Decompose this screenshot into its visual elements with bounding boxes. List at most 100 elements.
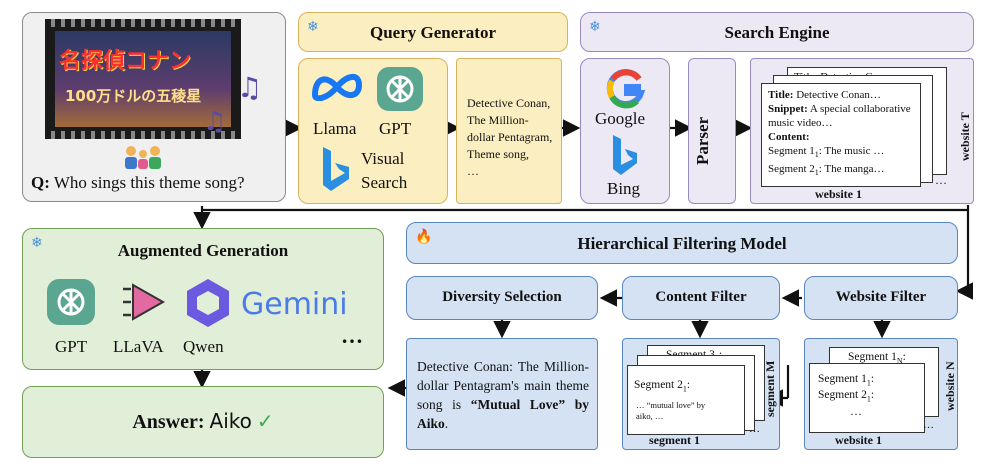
augmented-generation-title: Augmented Generation [117,241,289,260]
snowflake-icon: ❄ [307,19,319,35]
segment-label: Segment 2 [818,389,867,401]
model-visual: Visual [361,149,405,168]
segment-body: … “mutual love” by aiko, … [636,400,706,421]
websites-panel: Title: Detective Conan … Title: Detectiv… [750,58,974,204]
llava-icon [123,283,166,321]
question-prefix: Q: [31,173,50,192]
family-icon [125,146,161,169]
parser-panel: Parser [688,58,736,204]
query-item: Theme song, [467,147,529,161]
check-icon: ✓ [256,409,274,433]
segment-label: Segment 2 [768,163,815,176]
segment-side-label: segment M [763,360,777,417]
search-engine-title: Search Engine [724,23,830,42]
engines-panel: Google Bing [580,58,670,204]
query-list: Detective Conan, The Million- dollar Pen… [467,95,552,180]
filtered-page-front: Segment 11: Segment 21: … [809,363,925,433]
model-search: Search [361,173,408,192]
segment-label: Segment 2 [634,379,683,391]
snippet-label: Snippet: [768,103,808,115]
segment-bottom-label: segment 1 [649,433,700,447]
augmented-generation-panel: ❄ Augmented Generation GPT LLaVA Qwen Ge… [22,228,384,370]
website-filter-title: Website Filter [835,289,927,305]
model-gpt: GPT [379,119,412,138]
segment-sub: 1 [814,150,819,160]
content-filter-box: Content Filter [622,276,780,320]
meta-llama-icon [311,74,363,101]
filtered-bottom-label: website 1 [835,433,882,447]
search-engine-header: ❄ Search Engine [580,12,974,52]
bing-icon [613,135,637,175]
snowflake-icon: ❄ [31,235,43,251]
segment-sub: 1 [682,384,687,394]
music-note-icon: ♫ [203,107,227,137]
qwen-icon [187,279,229,327]
question-text: Q: Who sings this theme song? [31,173,245,193]
segment-page-front: Segment 21: … “mutual love” by aiko, … [627,365,745,435]
poster-subtitle: 100万ドルの五稜星 [65,87,202,105]
query-item: dollar Pentagram, [467,130,553,144]
segment-sub: 1 [866,394,871,404]
gpt-icon [377,67,423,111]
gen-ellipsis: … [341,323,363,348]
query-item: The Million- [467,113,529,127]
google-icon [606,69,646,109]
segment-text: : The manga… [818,163,885,176]
output-bold-text: “Mutual Love” by Aiko [417,397,589,431]
website-bottom-label: website 1 [815,187,862,201]
segment-sub: 1 [814,168,819,178]
page-dots: … [850,404,862,418]
gen-model-llava: LLaVA [113,337,164,356]
output-text: Detective Conan: The Million-dollar Pent… [417,359,589,412]
filtered-dots: … [923,419,934,431]
music-note-icon: ♫ [237,71,263,104]
filtered-websites-panel: Segment 1N: Segment 11: Segment 21: … … … [804,338,958,450]
query-list-panel: Detective Conan, The Million- dollar Pen… [456,58,562,204]
model-llama: Llama [313,119,357,138]
diversity-output-text: Detective Conan: The Million-dollar Pent… [417,357,589,433]
gpt-icon [47,279,95,325]
filtering-header: 🔥 Hierarchical Filtering Model [406,222,958,264]
gen-model-qwen: Qwen [183,337,224,356]
segment-label: Segment 1 [768,145,815,157]
website-page-front: Title: Detective Conan… Snippet: A speci… [761,83,921,187]
segments-panel: Segment 35: Segment 21: … “mutual love” … [622,338,780,450]
segment-sub: 1 [866,378,871,388]
answer-panel: Answer: Aiko ✓ [22,386,384,458]
website-filter-box: Website Filter [804,276,958,320]
answer-label: Answer: [132,411,205,433]
fire-icon: 🔥 [415,229,433,245]
output-text-end: . [444,416,449,431]
query-models-panel: Llama GPT Visual Search [298,58,448,204]
query-generator-title: Query Generator [369,23,497,42]
question-body: Who sings this theme song? [49,173,245,192]
filtering-title: Hierarchical Filtering Model [577,234,787,253]
engine-bing: Bing [607,179,641,198]
diversity-output-panel: Detective Conan: The Million-dollar Pent… [406,338,598,450]
question-panel: 名探偵コナン 100万ドルの五稜星 ♫ ♫ Q: Who sings this … [22,12,286,202]
segment-sub: N [896,356,903,366]
gen-model-gpt: GPT [55,337,88,356]
diversity-selection-box: Diversity Selection [406,276,598,320]
website-n-label: website N [943,361,957,411]
query-item: … [467,164,479,178]
website-dots: … [935,173,947,187]
poster-image: 名探偵コナン 100万ドルの五稜星 [45,19,241,139]
title-value: Detective Conan… [793,89,881,101]
snowflake-icon: ❄ [589,19,601,35]
bing-visual-search-icon [323,147,349,191]
segment-dots: … [749,423,760,435]
snippet-value: A special collaborative music video… [768,103,911,129]
title-label: Title: [768,89,794,101]
segment-label: Segment 1 [818,373,867,385]
gemini-logo: Gemini [241,287,348,322]
engine-google: Google [595,109,646,128]
query-generator-header: ❄ Query Generator [298,12,568,52]
query-item: Detective Conan, [467,96,551,110]
answer-value: Aiko [209,409,252,433]
poster-title: 名探偵コナン [59,49,192,74]
parser-label: Parser [693,116,712,165]
diversity-title: Diversity Selection [442,289,562,305]
segment-text: : The music … [818,145,885,157]
website-side-label: website T [958,112,972,161]
